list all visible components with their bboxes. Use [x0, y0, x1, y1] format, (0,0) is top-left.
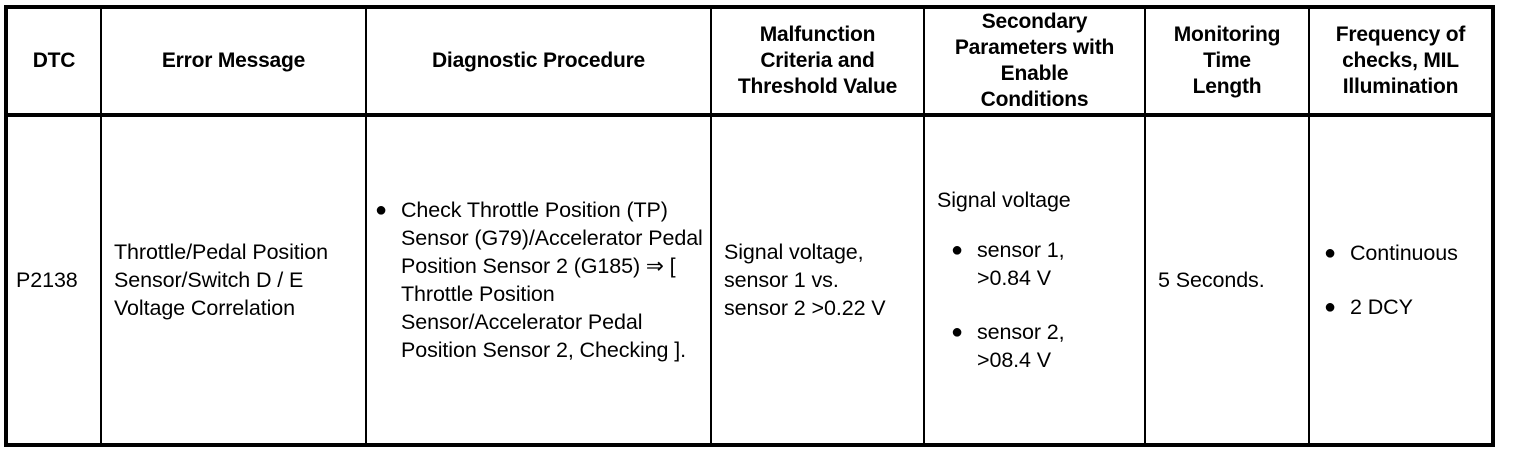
- column-header-monitoring-time-length: Monitoring Time Length: [1144, 9, 1310, 117]
- header-text-line-2: Parameters with: [954, 36, 1115, 59]
- cell-error-message: Throttle/Pedal Position Sensor/Switch D …: [100, 115, 367, 443]
- frequency-list: ● Continuous ● 2 DCY: [1310, 239, 1491, 321]
- table-row: P2138 Throttle/Pedal Position Sensor/Swi…: [8, 115, 1491, 443]
- secondary-param-line-2: >0.84 V: [977, 266, 1052, 290]
- header-text-line-3: Threshold Value: [737, 75, 898, 98]
- dtc-table-frame: DTC Error Message Diagnostic Procedure M…: [4, 5, 1495, 447]
- diagnostic-procedure-list: ● Check Throttle Position (TP) Sensor (G…: [367, 196, 710, 364]
- bullet-icon: ●: [951, 321, 963, 343]
- column-header-frequency-mil: Frequency of checks, MIL Illumination: [1308, 9, 1491, 117]
- header-text-line-1: Secondary: [981, 10, 1088, 33]
- cell-frequency-mil: ● Continuous ● 2 DCY: [1308, 115, 1491, 443]
- column-header-dtc: DTC: [8, 9, 102, 117]
- header-text: DTC: [32, 49, 76, 72]
- list-item: ● Continuous: [1310, 239, 1491, 267]
- header-text-line-3: Illumination: [1342, 75, 1459, 98]
- secondary-param-line-1: sensor 1,: [977, 238, 1065, 262]
- header-text-line-4: Conditions: [980, 88, 1089, 111]
- header-text-line-2: Criteria and: [760, 49, 875, 72]
- dtc-code: P2138: [16, 268, 78, 292]
- diagnostic-procedure-text: Check Throttle Position (TP) Sensor (G79…: [401, 198, 703, 362]
- error-message-text: Throttle/Pedal Position Sensor/Switch D …: [102, 234, 365, 326]
- header-text-line-2: checks, MIL: [1342, 49, 1459, 72]
- cell-dtc: P2138: [8, 115, 102, 443]
- header-text-line-2: Time: [1203, 49, 1251, 72]
- malfunction-line-3: sensor 2 >0.22 V: [724, 296, 886, 320]
- malfunction-line-1: Signal voltage,: [724, 240, 864, 264]
- header-text-line-1: Monitoring: [1173, 23, 1281, 46]
- cell-monitoring-time-length: 5 Seconds.: [1144, 115, 1310, 443]
- cell-malfunction-criteria: Signal voltage, sensor 1 vs. sensor 2 >0…: [710, 115, 925, 443]
- secondary-param-line-1: sensor 2,: [977, 320, 1065, 344]
- secondary-parameters-block: Signal voltage ● sensor 1, >0.84 V ● sen…: [925, 182, 1144, 378]
- header-text: Error Message: [161, 49, 306, 72]
- bullet-icon: ●: [1324, 296, 1336, 318]
- header-row: DTC Error Message Diagnostic Procedure M…: [8, 9, 1491, 117]
- table-body: P2138 Throttle/Pedal Position Sensor/Swi…: [8, 115, 1491, 443]
- cell-diagnostic-procedure: ● Check Throttle Position (TP) Sensor (G…: [365, 115, 712, 443]
- frequency-text: Continuous: [1350, 241, 1458, 265]
- secondary-parameters-lead: Signal voltage: [937, 188, 1071, 212]
- header-text-line-1: Malfunction: [759, 23, 876, 46]
- frequency-text: 2 DCY: [1350, 295, 1413, 319]
- column-header-error-message: Error Message: [100, 9, 367, 117]
- list-item: ● 2 DCY: [1310, 293, 1491, 321]
- secondary-param-line-2: >08.4 V: [977, 348, 1052, 372]
- malfunction-line-2: sensor 1 vs.: [724, 268, 839, 292]
- malfunction-criteria-text: Signal voltage, sensor 1 vs. sensor 2 >0…: [712, 234, 923, 326]
- error-message-line-1: Throttle/Pedal Position: [114, 240, 329, 264]
- header-text-line-3: Enable: [1000, 62, 1069, 85]
- list-item: ● sensor 2, >08.4 V: [937, 318, 1134, 374]
- error-message-line-3: Voltage Correlation: [114, 296, 295, 320]
- column-header-diagnostic-procedure: Diagnostic Procedure: [365, 9, 712, 117]
- bullet-icon: ●: [375, 199, 387, 221]
- bullet-icon: ●: [951, 239, 963, 261]
- column-header-malfunction-criteria: Malfunction Criteria and Threshold Value: [710, 9, 925, 117]
- list-item: ● sensor 1, >0.84 V: [937, 236, 1134, 292]
- header-text-line-1: Frequency of: [1335, 23, 1466, 46]
- column-header-secondary-parameters: Secondary Parameters with Enable Conditi…: [923, 9, 1146, 117]
- monitoring-time-text: 5 Seconds.: [1158, 268, 1265, 292]
- bullet-icon: ●: [1324, 242, 1336, 264]
- list-item: ● Check Throttle Position (TP) Sensor (G…: [367, 196, 710, 364]
- error-message-line-2: Sensor/Switch D / E: [114, 268, 304, 292]
- header-text: Diagnostic Procedure: [431, 49, 646, 72]
- dtc-table: DTC Error Message Diagnostic Procedure M…: [8, 9, 1491, 443]
- cell-secondary-parameters: Signal voltage ● sensor 1, >0.84 V ● sen…: [923, 115, 1146, 443]
- table-header: DTC Error Message Diagnostic Procedure M…: [8, 9, 1491, 117]
- header-text-line-3: Length: [1192, 75, 1262, 98]
- secondary-parameters-list: ● sensor 1, >0.84 V ● sensor 2, >08.4 V: [937, 236, 1134, 374]
